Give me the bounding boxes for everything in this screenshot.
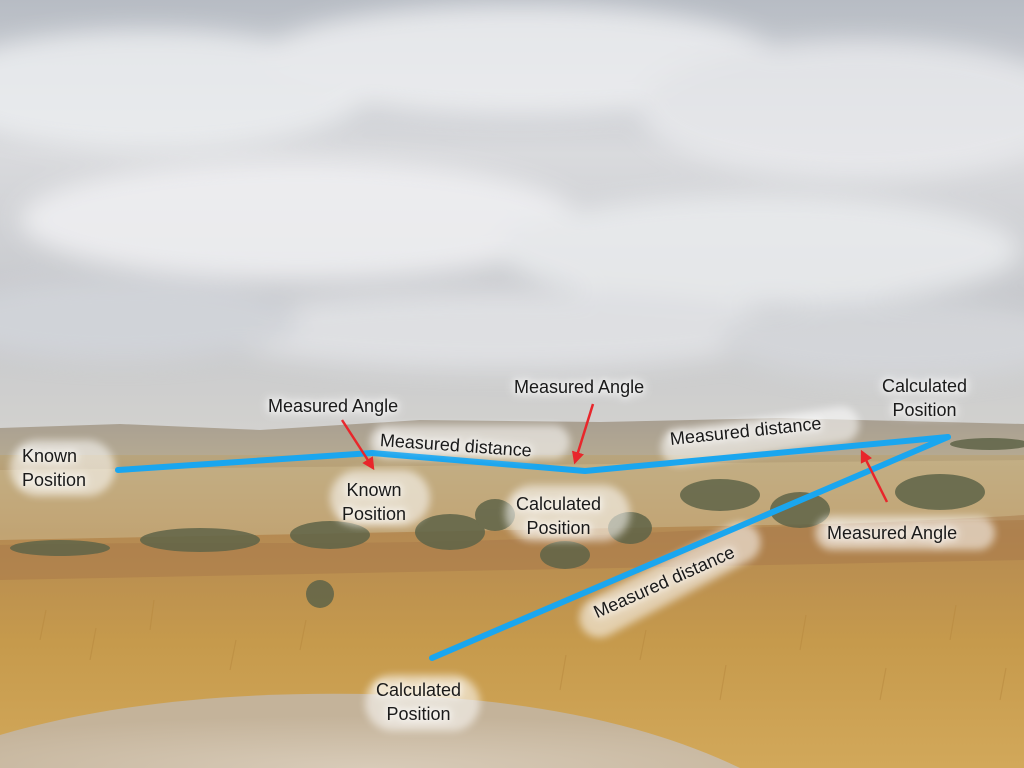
angle-arrow-2 bbox=[571, 403, 595, 465]
measured-angle-text-2: Measured Angle bbox=[514, 377, 645, 397]
calculated-position-right-line2: Position bbox=[892, 400, 957, 420]
angle-arrow-1 bbox=[340, 419, 375, 471]
measurement-line-diagonal bbox=[429, 434, 951, 661]
known-position-center-label: Known Position bbox=[342, 478, 406, 526]
calculated-position-right-line1: Calculated bbox=[882, 376, 968, 396]
measured-angle-label-3: Measured Angle bbox=[827, 521, 957, 545]
measurement-line-top bbox=[115, 434, 951, 474]
calculated-position-right-label: Calculated Position bbox=[882, 374, 967, 422]
measured-angle-text-3: Measured Angle bbox=[827, 523, 958, 543]
known-position-left-line1: Known bbox=[22, 446, 78, 466]
measured-angle-text-1: Measured Angle bbox=[268, 396, 399, 416]
calculated-position-bottom-line1: Calculated bbox=[376, 680, 462, 700]
measured-angle-label-2: Measured Angle bbox=[514, 375, 644, 399]
calculated-position-center-line1: Calculated bbox=[516, 494, 602, 514]
calculated-position-center-label: Calculated Position bbox=[516, 492, 601, 540]
known-position-center-line1: Known bbox=[346, 480, 402, 500]
calculated-position-bottom-line2: Position bbox=[386, 704, 451, 724]
calculated-position-center-line2: Position bbox=[526, 518, 591, 538]
measured-angle-label-1: Measured Angle bbox=[268, 394, 398, 418]
known-position-center-line2: Position bbox=[342, 504, 407, 524]
known-position-left-label: Known Position bbox=[22, 444, 86, 492]
calculated-position-bottom-label: Calculated Position bbox=[376, 678, 461, 726]
angle-arrow-3 bbox=[860, 449, 889, 503]
known-position-left-line2: Position bbox=[22, 470, 87, 490]
